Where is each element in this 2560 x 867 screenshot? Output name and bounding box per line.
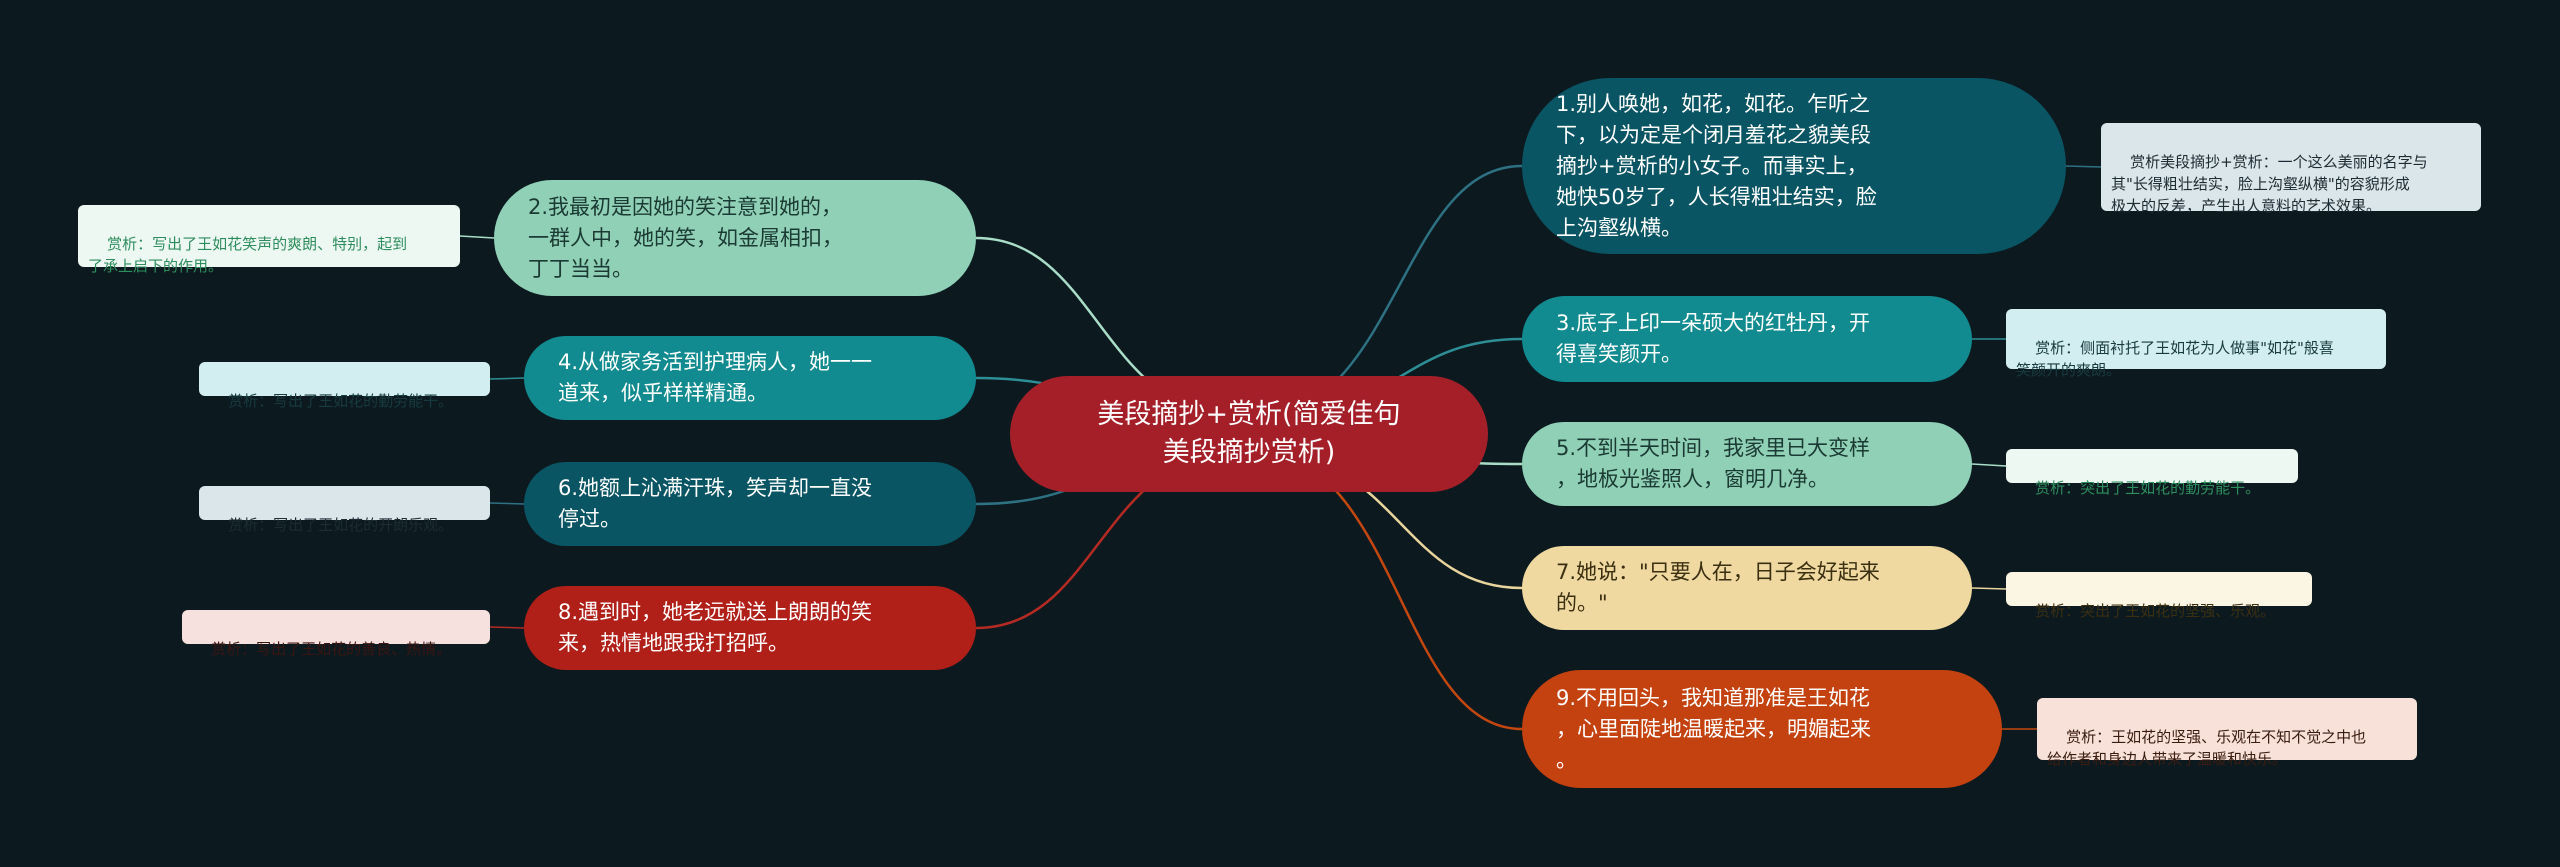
branch-topic-5-text: 5.不到半天时间，我家里已大变样 ，地板光鉴照人，窗明几净。 (1556, 436, 1871, 491)
branch-topic-4-text: 4.从做家务活到护理病人，她一一 道来，似乎样样精通。 (558, 350, 873, 405)
note-2: 赏析：写出了王如花笑声的爽朗、特别，起到 了承上启下的作用。 (78, 205, 460, 275)
note-6: 赏析：写出了王如花的开朗乐观。 (199, 486, 490, 534)
note-8: 赏析：写出了王如花的善良、热情。 (182, 610, 490, 658)
branch-topic-1-text: 1.别人唤她，如花，如花。乍听之 下，以为定是个闭月羞花之貌美段 摘抄+赏析的小… (1556, 91, 1877, 240)
branch-topic-7[interactable]: 7.她说："只要人在，日子会好起来 的。" (1522, 546, 1972, 630)
note-5: 赏析：突出了王如花的勤劳能干。 (2006, 449, 2298, 497)
branch-topic-8[interactable]: 8.遇到时，她老远就送上朗朗的笑 来，热情地跟我打招呼。 (524, 586, 976, 670)
note-4: 赏析：写出了王如花的勤劳能干。 (199, 362, 490, 410)
note-7-text: 赏析：突出了王如花的坚强、乐观。 (2035, 602, 2276, 620)
note-7: 赏析：突出了王如花的坚强、乐观。 (2006, 572, 2312, 620)
note-4-text: 赏析：写出了王如花的勤劳能干。 (228, 392, 454, 410)
note-connector-b6 (489, 502, 525, 505)
note-1-text: 赏析美段摘抄+赏析：一个这么美丽的名字与 其"长得粗壮结实，脸上沟壑纵横"的容貌… (2111, 153, 2428, 215)
root-topic[interactable]: 美段摘抄+赏析(简爱佳句 美段摘抄赏析) (1010, 376, 1488, 492)
note-connector-b8 (489, 626, 525, 629)
branch-topic-6-text: 6.她额上沁满汗珠，笑声却一直没 停过。 (558, 476, 873, 531)
branch-topic-9-text: 9.不用回头，我知道那准是王如花 ，心里面陡地温暖起来，明媚起来 。 (1556, 685, 1871, 772)
branch-topic-6[interactable]: 6.她额上沁满汗珠，笑声却一直没 停过。 (524, 462, 976, 546)
note-3: 赏析：侧面衬托了王如花为人做事"如花"般喜 笑颜开的爽朗。 (2006, 309, 2386, 379)
note-8-text: 赏析：写出了王如花的善良、热情。 (211, 640, 452, 658)
note-connector-b2 (459, 235, 495, 239)
note-9-text: 赏析：王如花的坚强、乐观在不知不觉之中也 给作者和身边人带来了温暖和快乐。 (2047, 728, 2367, 768)
branch-topic-3[interactable]: 3.底子上印一朵硕大的红牡丹，开 得喜笑颜开。 (1522, 296, 1972, 382)
note-2-text: 赏析：写出了王如花笑声的爽朗、特别，起到 了承上启下的作用。 (88, 235, 408, 275)
note-5-text: 赏析：突出了王如花的勤劳能干。 (2035, 479, 2261, 497)
note-connector-b1 (2065, 165, 2102, 168)
branch-topic-5[interactable]: 5.不到半天时间，我家里已大变样 ，地板光鉴照人，窗明几净。 (1522, 422, 1972, 506)
note-6-text: 赏析：写出了王如花的开朗乐观。 (228, 516, 454, 534)
branch-topic-8-text: 8.遇到时，她老远就送上朗朗的笑 来，热情地跟我打招呼。 (558, 600, 873, 655)
note-1: 赏析美段摘抄+赏析：一个这么美丽的名字与 其"长得粗壮结实，脸上沟壑纵横"的容貌… (2101, 123, 2481, 215)
branch-topic-2-text: 2.我最初是因她的笑注意到她的， 一群人中，她的笑，如金属相扣， 丁丁当当。 (528, 194, 843, 281)
note-connector-b4 (489, 377, 525, 380)
note-connector-b5 (1971, 463, 2007, 467)
note-9: 赏析：王如花的坚强、乐观在不知不觉之中也 给作者和身边人带来了温暖和快乐。 (2037, 698, 2417, 768)
branch-topic-2[interactable]: 2.我最初是因她的笑注意到她的， 一群人中，她的笑，如金属相扣， 丁丁当当。 (494, 180, 976, 296)
branch-topic-4[interactable]: 4.从做家务活到护理病人，她一一 道来，似乎样样精通。 (524, 336, 976, 420)
branch-topic-7-text: 7.她说："只要人在，日子会好起来 的。" (1556, 560, 1880, 615)
note-connector-b7 (1971, 587, 2007, 590)
branch-topic-1[interactable]: 1.别人唤她，如花，如花。乍听之 下，以为定是个闭月羞花之貌美段 摘抄+赏析的小… (1522, 78, 2066, 254)
branch-topic-3-text: 3.底子上印一朵硕大的红牡丹，开 得喜笑颜开。 (1556, 311, 1871, 366)
note-3-text: 赏析：侧面衬托了王如花为人做事"如花"般喜 笑颜开的爽朗。 (2016, 339, 2334, 379)
root-topic-label: 美段摘抄+赏析(简爱佳句 美段摘抄赏析) (1097, 399, 1401, 468)
branch-topic-9[interactable]: 9.不用回头，我知道那准是王如花 ，心里面陡地温暖起来，明媚起来 。 (1522, 670, 2002, 788)
